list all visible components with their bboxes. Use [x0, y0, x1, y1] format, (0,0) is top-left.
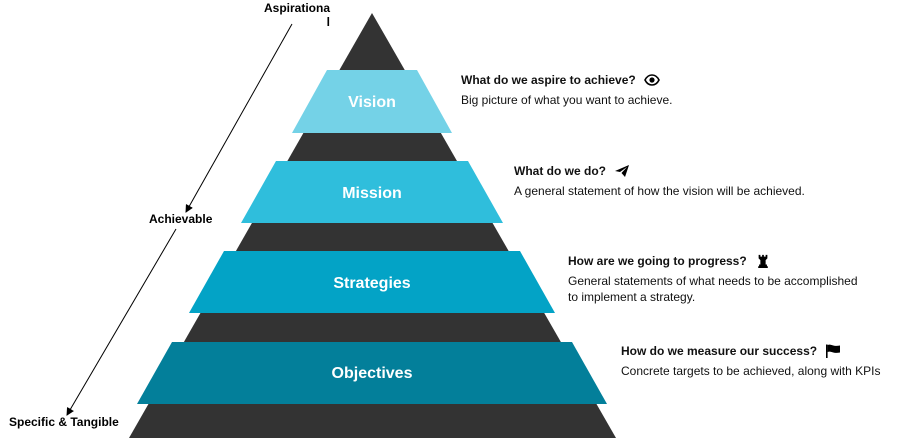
tier-objectives-label: Objectives [332, 365, 413, 382]
tier-mission-description: What do we do? A general statement of ho… [514, 163, 834, 199]
tier-objectives-text: Concrete targets to be achieved, along w… [621, 364, 881, 378]
tier-vision-description: What do we aspire to achieve? Big pictur… [461, 72, 761, 108]
chess-rook-icon [757, 254, 768, 268]
tier-objectives-description: How do we measure our success? Concrete … [621, 343, 911, 379]
axis-label-aspirational: Aspirational [263, 1, 330, 29]
axis-label-achievable: Achievable [149, 212, 213, 226]
tier-strategies-band [189, 251, 555, 313]
tier-mission-question: What do we do? [514, 164, 606, 178]
tier-strategies-question: How are we going to progress? [568, 254, 747, 268]
tier-vision-label: Vision [348, 94, 396, 111]
tier-strategies-text: General statements of what needs to be a… [568, 274, 858, 304]
flag-icon [826, 344, 841, 358]
tier-objectives-band [137, 342, 607, 404]
axis-arrow-upper [185, 23, 293, 213]
axis-arrow-lower [66, 228, 177, 416]
tier-objectives-question: How do we measure our success? [621, 344, 818, 358]
axis-label-specific-tangible: Specific & Tangible [9, 415, 119, 429]
tier-strategies-description: How are we going to progress? General st… [568, 253, 868, 305]
tier-mission-band [241, 161, 503, 223]
tier-vision-band [292, 70, 452, 133]
pyramid-body [129, 13, 616, 438]
tier-vision-text: Big picture of what you want to achieve. [461, 93, 673, 107]
tier-mission-text: A general statement of how the vision wi… [514, 184, 805, 198]
eye-icon [643, 74, 660, 86]
tier-mission-label: Mission [342, 185, 402, 202]
tier-strategies-label: Strategies [333, 275, 410, 292]
tier-vision-question: What do we aspire to achieve? [461, 73, 636, 87]
paper-plane-icon [615, 165, 629, 177]
